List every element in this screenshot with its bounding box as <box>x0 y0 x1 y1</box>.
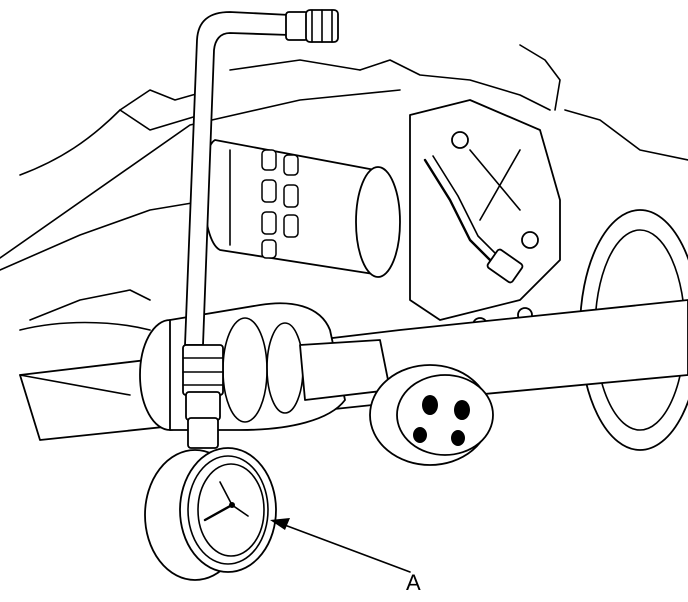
drive-shaft <box>139 302 391 431</box>
engine-block-outline <box>0 44 688 331</box>
oil-filter <box>202 139 401 278</box>
gauge-hose <box>184 9 339 346</box>
wheel-hub <box>369 364 494 466</box>
mounting-bracket <box>409 99 561 333</box>
gauge-fitting <box>182 344 224 449</box>
gauge-needle <box>203 481 249 522</box>
pressure-gauge <box>144 447 277 581</box>
callout-label-a: A <box>406 570 421 595</box>
callout-leader <box>270 518 411 573</box>
